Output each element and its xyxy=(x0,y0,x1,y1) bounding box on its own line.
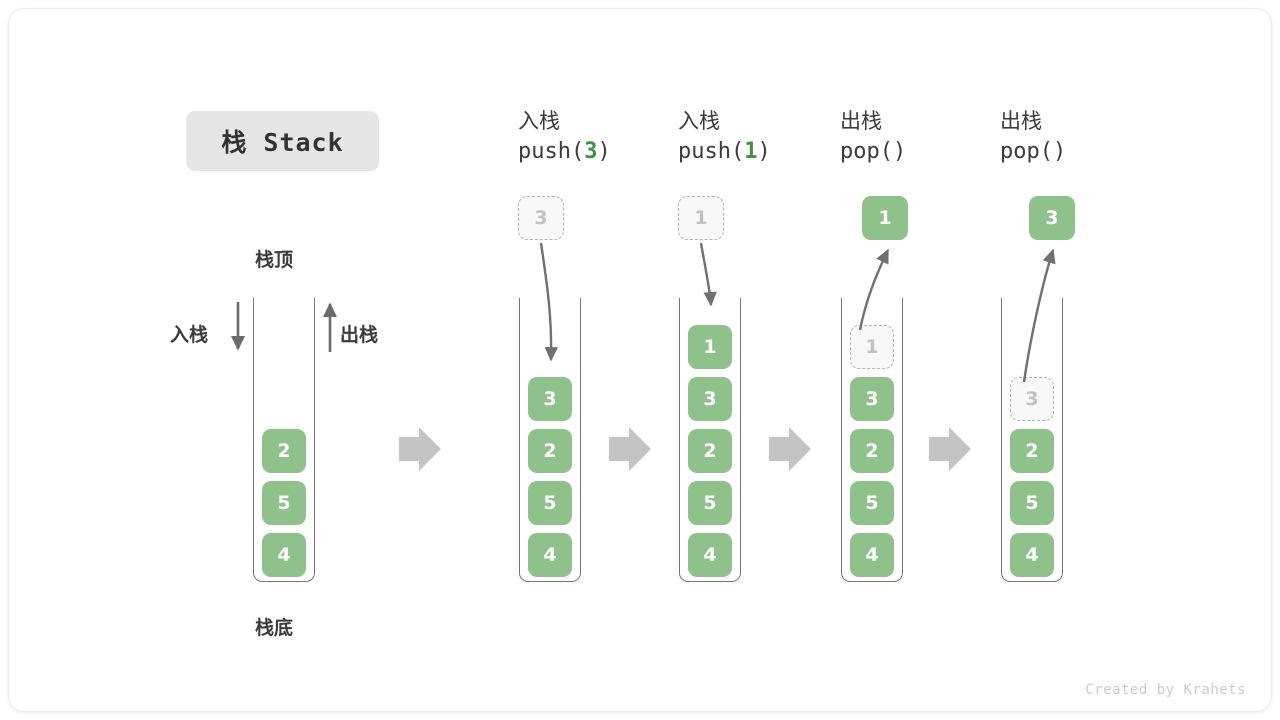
step-operation-label: 出栈 xyxy=(1000,109,1042,133)
step-code-label: push(1) xyxy=(678,139,771,164)
popped-value-box: 1 xyxy=(862,196,908,240)
popped-value-box: 3 xyxy=(1029,196,1075,240)
title-badge: 栈 Stack xyxy=(186,111,379,171)
stack-cell: 3 xyxy=(688,377,732,421)
step-stack-container-2: 1 3 2 5 4 xyxy=(679,298,741,582)
stack-cell: 4 xyxy=(688,533,732,577)
step-code-argument: 3 xyxy=(584,139,598,164)
stack-cell: 5 xyxy=(528,481,572,525)
incoming-value-box: 3 xyxy=(518,196,564,240)
push-direction-label: 入栈 xyxy=(170,324,209,346)
stack-cell: 4 xyxy=(262,533,306,577)
step-header-1: 入栈 push(3) xyxy=(518,106,678,168)
step-stack-cells: 1 3 2 5 4 xyxy=(680,325,740,577)
stack-cell: 5 xyxy=(688,481,732,525)
stack-cell: 2 xyxy=(1010,429,1054,473)
step-header-3: 出栈 pop() xyxy=(840,106,1000,168)
stack-cell: 5 xyxy=(1010,481,1054,525)
stack-cell: 4 xyxy=(528,533,572,577)
stack-cell: 5 xyxy=(262,481,306,525)
stack-cell: 3 xyxy=(528,377,572,421)
stack-cell: 5 xyxy=(850,481,894,525)
pop-direction-label: 出栈 xyxy=(340,324,379,346)
stack-cell-ghost: 3 xyxy=(1010,377,1054,421)
initial-stack-cells: 2 5 4 xyxy=(254,429,314,577)
step-operation-label: 入栈 xyxy=(678,109,720,133)
step-stack-container-3: 1 3 2 5 4 xyxy=(841,298,903,582)
stack-cell: 2 xyxy=(688,429,732,473)
step-operation-label: 出栈 xyxy=(840,109,882,133)
stack-cell: 3 xyxy=(850,377,894,421)
stack-cell: 4 xyxy=(1010,533,1054,577)
step-code-label: push(3) xyxy=(518,139,611,164)
credit-footer: Created by Krahets xyxy=(1085,682,1246,698)
step-stack-container-1: 3 2 5 4 xyxy=(519,298,581,582)
stack-cell: 4 xyxy=(850,533,894,577)
step-code-label: pop() xyxy=(1000,139,1067,164)
stack-cell: 2 xyxy=(850,429,894,473)
stack-top-label: 栈顶 xyxy=(255,249,294,271)
step-header-2: 入栈 push(1) xyxy=(678,106,838,168)
step-stack-container-4: 3 2 5 4 xyxy=(1001,298,1063,582)
step-operation-label: 入栈 xyxy=(518,109,560,133)
step-stack-cells: 3 2 5 4 xyxy=(520,377,580,577)
initial-stack-container: 2 5 4 xyxy=(253,298,315,582)
stack-cell: 2 xyxy=(528,429,572,473)
stack-bottom-label: 栈底 xyxy=(255,617,294,639)
step-header-4: 出栈 pop() xyxy=(1000,106,1160,168)
step-code-argument: 1 xyxy=(744,139,758,164)
stack-cell: 2 xyxy=(262,429,306,473)
step-stack-cells: 1 3 2 5 4 xyxy=(842,325,902,577)
step-code-label: pop() xyxy=(840,139,907,164)
step-stack-cells: 3 2 5 4 xyxy=(1002,377,1062,577)
stack-cell-ghost: 1 xyxy=(850,325,894,369)
stack-cell: 1 xyxy=(688,325,732,369)
incoming-value-box: 1 xyxy=(678,196,724,240)
